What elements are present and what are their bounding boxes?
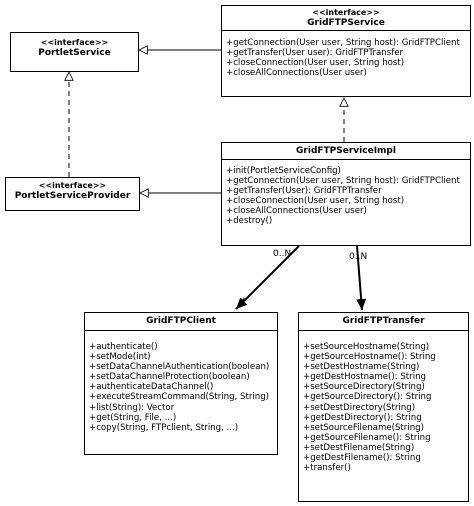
operation: +getTransfer(User user): GridFTPTransfer [226, 48, 404, 59]
operation: +getSourceDirectory(): String [303, 392, 432, 403]
operation: +setMode(int) [89, 352, 151, 363]
operation: +authenticate() [89, 342, 158, 352]
operation: +getDestHostname(): String [303, 372, 426, 383]
operation: +destroy() [226, 216, 273, 227]
operation: +setSourceFilename(String) [303, 422, 424, 433]
operation: +closeConnection(User user, String host) [226, 196, 405, 207]
operation: +get(String, File, ...) [89, 412, 177, 423]
operation: +getSourceHostname(): String [303, 352, 436, 363]
operations-list: +setSourceHostname(String) +getSourceHos… [299, 330, 468, 475]
client-end-multiplicity-label: * [241, 297, 246, 307]
operation: +closeAllConnections(User user) [226, 68, 367, 79]
class-header: GridFTPServiceImpl [222, 143, 470, 159]
class-gridftp-client: GridFTPClient +authenticate() +setMode(i… [84, 312, 278, 455]
operation: +transfer() [303, 463, 351, 474]
class-name: GridFTPTransfer [342, 316, 425, 326]
class-header: GridFTPTransfer [299, 313, 468, 330]
transfer-multiplicity-label: 0..N [349, 252, 368, 262]
operation: +setDataChannelProtection(boolean) [89, 372, 250, 383]
operations-list: +getConnection(User user, String host): … [222, 30, 470, 80]
association-line-impl-to-transfer [356, 245, 367, 311]
operation: +setDestDirectory(String) [303, 402, 416, 413]
class-gridftp-transfer: GridFTPTransfer +setSourceHostname(Strin… [298, 312, 469, 502]
operation: +executeStreamCommand(String, String) [89, 392, 269, 403]
operation: +getDestFilename(): String [303, 453, 421, 464]
stereotype-label: <<interface>> [40, 38, 109, 47]
association-line-impl-to-client [235, 245, 300, 310]
operation: +authenticateDataChannel() [89, 382, 214, 393]
operation: +setSourceHostname(String) [303, 342, 430, 352]
class-header: <<interface>> GridFTPService [222, 6, 470, 30]
operation: +init(PortletServiceConfig) [226, 166, 341, 176]
client-multiplicity-label: 0..N [273, 249, 292, 259]
class-name: GridFTPServiceImpl [296, 146, 396, 156]
class-gridftp-service-impl: GridFTPServiceImpl +init(PortletServiceC… [221, 142, 471, 246]
operation: +setSourceDirectory(String) [303, 382, 425, 393]
operation: +copy(String, FTPclient, String, ...) [89, 422, 239, 433]
class-portlet-service: <<interface>> PortletService [10, 32, 139, 72]
operation: +setDestHostname(String) [303, 362, 420, 373]
stereotype-label: <<interface>> [312, 8, 380, 17]
class-name: GridFTPService [307, 18, 385, 28]
operation: +getTransfer(User): GridFTPTransfer [226, 186, 382, 197]
stereotype-label: <<interface>> [38, 181, 107, 190]
class-name: PortletServiceProvider [14, 191, 131, 201]
class-name: GridFTPClient [146, 316, 216, 326]
operations-list: +init(PortletServiceConfig) +getConnecti… [222, 159, 470, 229]
operation: +closeConnection(User user, String host) [226, 58, 405, 69]
class-header: GridFTPClient [85, 313, 277, 330]
operation: +setDataChannelAuthentication(boolean) [89, 362, 270, 373]
class-name: PortletService [38, 48, 111, 58]
class-gridftp-service: <<interface>> GridFTPService +getConnect… [221, 5, 471, 97]
operation: +getSourceFilename(): String [303, 432, 431, 443]
operation: +setDestFilename(String) [303, 442, 415, 453]
class-portlet-service-provider: <<interface>> PortletServiceProvider [5, 177, 140, 211]
operation: +getConnection(User user, String host): … [226, 38, 460, 48]
class-header: <<interface>> PortletService [11, 33, 138, 60]
operations-list: +authenticate() +setMode(int) +setDataCh… [85, 330, 277, 435]
operation: +getConnection(User user, String host): … [226, 176, 460, 187]
operation: +getDestDirectory(): String [303, 412, 422, 423]
operation: +list(String): Vector [89, 402, 175, 413]
operation: +closeAllConnections(User user) [226, 206, 367, 217]
class-header: <<interface>> PortletServiceProvider [6, 178, 139, 203]
